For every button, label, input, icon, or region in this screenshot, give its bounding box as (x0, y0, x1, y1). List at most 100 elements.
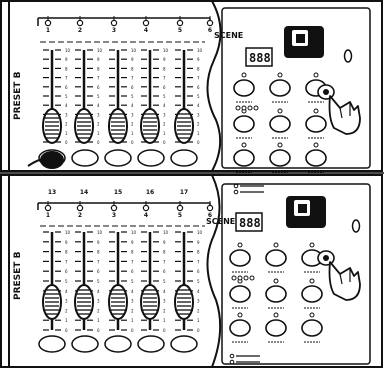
status-led (273, 312, 279, 318)
fader-scale-mark: 2 (97, 122, 100, 127)
fader-scale-mark: 2 (163, 308, 166, 313)
fader-scale-mark: 2 (97, 308, 100, 313)
scene-led (110, 204, 118, 212)
fader-scale-mark: 4 (97, 103, 100, 108)
fader-scale-mark: 5 (97, 279, 100, 284)
fader-scale-mark: 0 (197, 140, 200, 145)
flash-button[interactable] (38, 335, 66, 353)
mode-led (229, 359, 235, 365)
flash-button[interactable] (137, 149, 165, 167)
aux-slot (351, 219, 361, 233)
control-button[interactable] (269, 149, 291, 167)
fader-scale-mark: 1 (65, 131, 68, 136)
flash-button[interactable] (137, 335, 165, 353)
scene-led (176, 19, 184, 27)
aux-slot (343, 49, 353, 63)
control-button[interactable] (229, 319, 251, 337)
fader-scale-mark: 5 (163, 279, 166, 284)
control-button[interactable] (301, 319, 323, 337)
scene-led (76, 204, 84, 212)
master-knob[interactable] (40, 151, 64, 169)
fader-scale-mark: 10 (163, 230, 169, 235)
flash-button[interactable] (104, 335, 132, 353)
control-button[interactable] (269, 115, 291, 133)
control-button[interactable] (265, 249, 287, 267)
control-button[interactable] (305, 149, 327, 167)
fader-scale-mark: 4 (197, 103, 200, 108)
fader-scale-mark: 9 (131, 57, 134, 62)
control-button[interactable] (305, 115, 327, 133)
control-button[interactable] (233, 115, 255, 133)
fader-scale-mark: 5 (65, 279, 68, 284)
indicator-led (235, 105, 241, 111)
channel-number: 16 (146, 189, 154, 196)
fader-scale-mark: 6 (97, 85, 100, 90)
flash-button[interactable] (71, 335, 99, 353)
scene-led (206, 204, 214, 212)
preset-label: PRESET B (13, 71, 23, 120)
fader-scale-mark: 8 (131, 66, 134, 71)
fader-scale-mark: 0 (97, 140, 100, 145)
fader-scale-mark: 10 (65, 48, 71, 53)
torn-edge (206, 0, 222, 172)
fader-scale-mark: 9 (163, 240, 166, 245)
control-button[interactable] (229, 249, 251, 267)
fader-scale-mark: 2 (197, 122, 200, 127)
control-button[interactable] (269, 79, 291, 97)
fader-scale-mark: 8 (197, 250, 200, 255)
flash-button[interactable] (170, 335, 198, 353)
fader-scale-mark: 3 (131, 112, 134, 117)
indicator-led (237, 275, 243, 281)
control-button[interactable] (233, 79, 255, 97)
fader-scale-mark: 6 (197, 269, 200, 274)
fader-scale-mark: 8 (197, 66, 200, 71)
fader-scale-mark: 0 (131, 328, 134, 333)
scene-number: 4 (144, 27, 148, 34)
fader-scale-mark: 5 (97, 94, 100, 99)
fader-scale-mark: 2 (65, 122, 68, 127)
fader-scale-mark: 5 (197, 94, 200, 99)
scene-label: SCENE (214, 31, 243, 40)
channel-number: 14 (80, 189, 88, 196)
control-button[interactable] (233, 149, 255, 167)
status-led (237, 242, 243, 248)
fader-scale-mark: 4 (131, 289, 134, 294)
mode-led (233, 189, 239, 195)
fader-scale-mark: 0 (131, 140, 134, 145)
channel-number: 13 (48, 189, 56, 196)
panel-frame (0, 174, 383, 368)
panel-frame (0, 0, 383, 172)
fader-scale-mark: 7 (163, 259, 166, 264)
scene-number: 4 (144, 212, 148, 219)
flash-button[interactable] (104, 149, 132, 167)
indicator-led (241, 105, 247, 111)
control-button[interactable] (301, 285, 323, 303)
fader-scale-mark: 2 (65, 308, 68, 313)
fader-scale-mark: 7 (65, 76, 68, 81)
flash-button[interactable] (170, 149, 198, 167)
fader-scale-mark: 0 (197, 328, 200, 333)
control-button[interactable] (229, 285, 251, 303)
scene-number: 5 (178, 212, 182, 219)
fader-scale-mark: 1 (97, 318, 100, 323)
fader-scale-mark: 0 (65, 328, 68, 333)
right-control-section (221, 7, 371, 169)
control-button[interactable] (265, 285, 287, 303)
flash-button[interactable] (71, 149, 99, 167)
control-button[interactable] (265, 319, 287, 337)
fader-scale-mark: 9 (65, 240, 68, 245)
fader-scale-mark: 3 (197, 112, 200, 117)
status-led (309, 312, 315, 318)
fader-scale-mark: 9 (131, 240, 134, 245)
fader-scale-mark: 4 (197, 289, 200, 294)
